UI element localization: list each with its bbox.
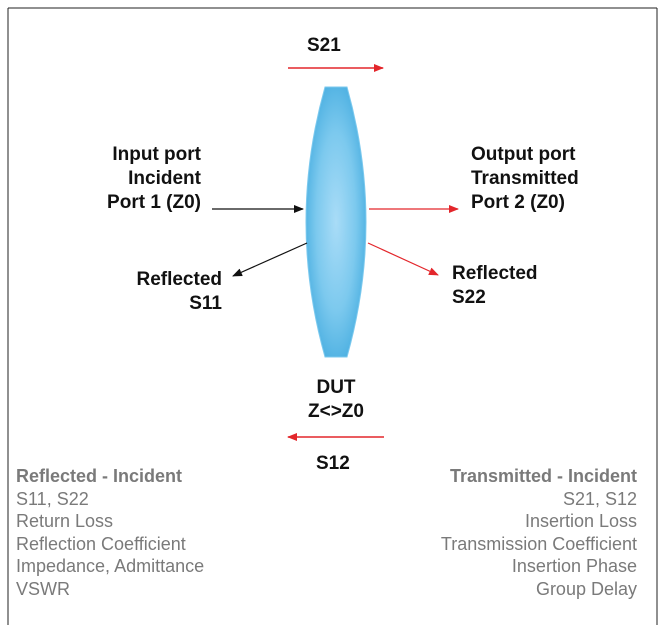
reflected-note-item: S11, S22 [16, 488, 89, 509]
transmitted-note-item: Group Delay [535, 578, 637, 599]
reflected-note-item: VSWR [16, 578, 70, 599]
reflected-s22-line2: S22 [452, 287, 486, 308]
input-port-line1: Input port [112, 144, 201, 165]
reflected-s11-label: Reflected S11 [100, 268, 222, 316]
s12-label: S12 [316, 453, 350, 474]
reflected-notes: Reflected - Incident S11, S22 Return Los… [16, 465, 204, 600]
reflected-s22-label: Reflected S22 [452, 262, 538, 310]
dut-line1: DUT [316, 377, 356, 398]
reflected-s22-arrow [367, 242, 439, 276]
dut-lens [305, 86, 367, 358]
input-port-line3: Port 1 (Z0) [107, 192, 201, 213]
output-port-line3: Port 2 (Z0) [471, 192, 565, 213]
transmitted-note-item: Insertion Loss [524, 511, 637, 531]
reflected-s11-line2: S11 [189, 293, 222, 314]
input-port-label: Input port Incident Port 1 (Z0) [60, 143, 201, 215]
transmitted-notes: Transmitted - Incident S21, S12 Insertio… [441, 465, 637, 600]
input-port-line2: Incident [128, 168, 201, 189]
reflected-s11-arrow [232, 242, 308, 277]
reflected-notes-title: Reflected - Incident [16, 466, 183, 486]
dut-line2: Z<>Z0 [308, 401, 364, 422]
reflected-note-item: Impedance, Admittance [16, 556, 205, 576]
output-port-line2: Transmitted [471, 168, 579, 189]
output-port-label: Output port Transmitted Port 2 (Z0) [471, 143, 579, 215]
reflected-s22-line1: Reflected [452, 263, 538, 284]
reflected-note-item: Reflection Coefficient [16, 533, 186, 554]
s21-label: S21 [307, 35, 341, 56]
reflected-s11-line1: Reflected [136, 269, 222, 290]
reflected-note-item: Return Loss [16, 511, 114, 531]
output-port-line1: Output port [471, 144, 576, 165]
transmitted-note-item: S21, S12 [562, 488, 637, 509]
dut-label: DUT Z<>Z0 [286, 376, 386, 424]
transmitted-notes-title: Transmitted - Incident [449, 466, 637, 486]
transmitted-note-item: Insertion Phase [511, 556, 637, 576]
transmitted-note-item: Transmission Coefficient [440, 533, 637, 554]
